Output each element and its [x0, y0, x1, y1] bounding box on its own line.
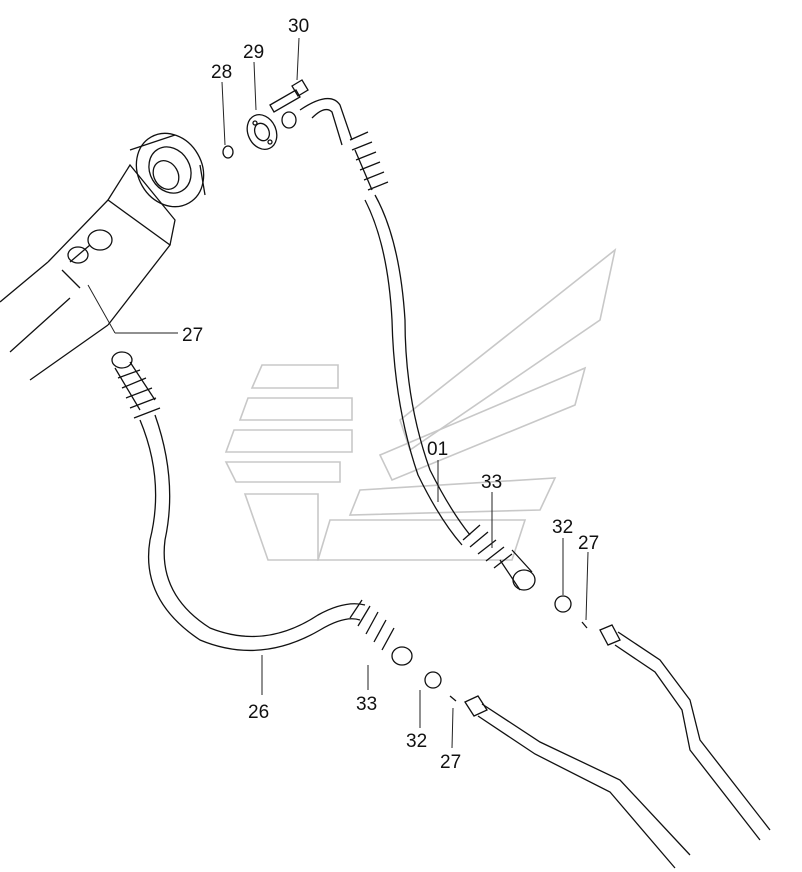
clip-27-lower — [449, 695, 457, 702]
label-01: 01 — [427, 439, 448, 460]
o-ring-32-lower — [424, 671, 442, 689]
hose-26 — [111, 351, 413, 666]
washer-30 — [281, 111, 297, 129]
split-flange-29 — [246, 113, 278, 151]
leader-lines — [87, 37, 589, 749]
label-27-lower: 27 — [440, 752, 461, 773]
label-27-right: 27 — [578, 533, 599, 554]
label-27-upper: 27 — [182, 325, 203, 346]
hose-01 — [299, 98, 536, 591]
bolt-30 — [269, 79, 309, 113]
label-32-lower: 32 — [406, 731, 427, 752]
o-ring-28 — [222, 145, 234, 159]
label-26: 26 — [248, 702, 269, 723]
steel-pipe-right — [599, 624, 771, 841]
hose-01-ferrule-bottom — [462, 524, 536, 591]
clip-27-right — [581, 621, 588, 629]
watermark-logo — [224, 247, 617, 561]
label-33-upper: 33 — [481, 472, 502, 493]
hose-01-ferrule-top — [349, 131, 389, 191]
label-33-lower: 33 — [356, 694, 377, 715]
o-ring-32-right — [554, 595, 572, 613]
label-32-right: 32 — [552, 517, 573, 538]
steel-pipe-lower — [464, 695, 691, 869]
label-29: 29 — [243, 42, 264, 63]
hydraulic-cylinder — [0, 132, 206, 381]
part-labels: 30 29 28 27 01 33 32 27 26 33 32 27 — [182, 16, 599, 773]
label-28: 28 — [211, 62, 232, 83]
label-30: 30 — [288, 16, 309, 37]
